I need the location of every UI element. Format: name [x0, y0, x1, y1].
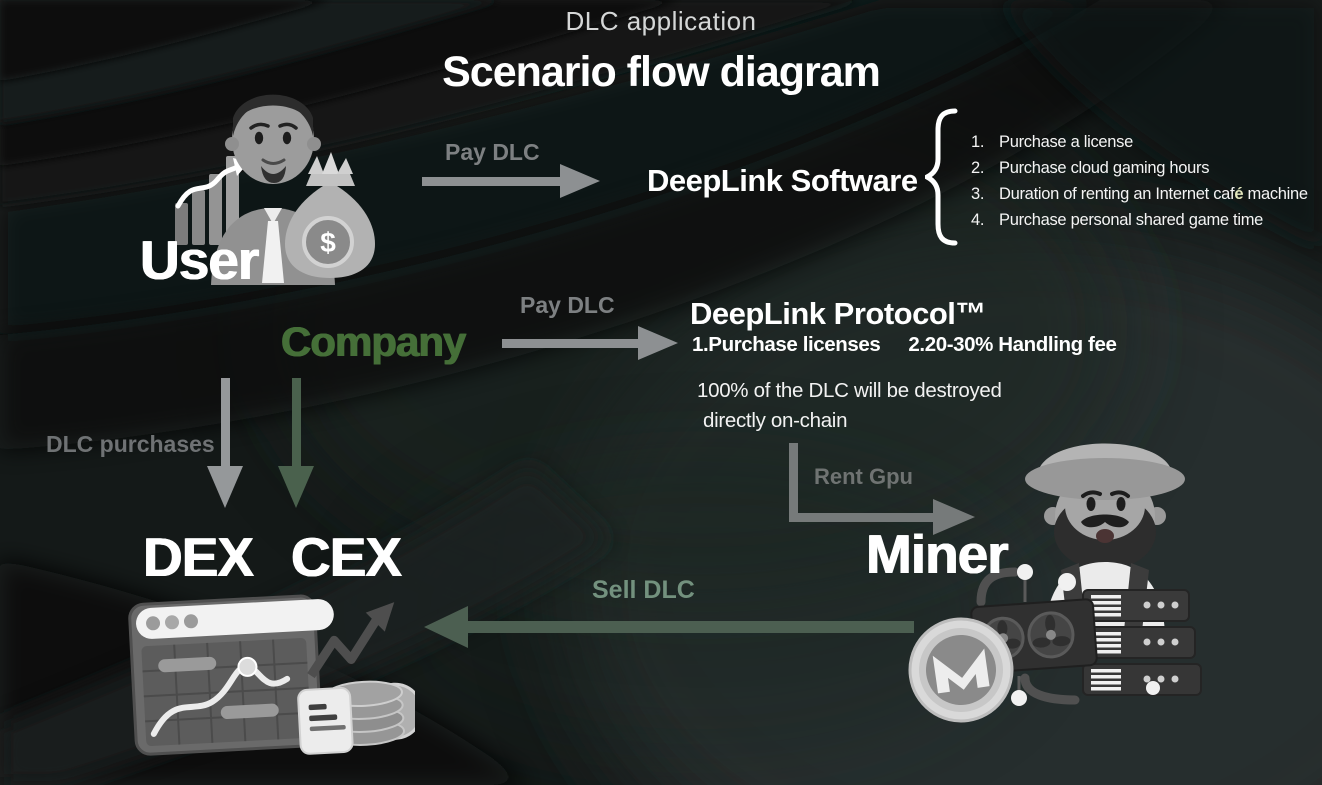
edge-label-pay-dlc-user: Pay DLC — [445, 139, 540, 165]
node-deeplink-protocol: DeepLink Protocol™ — [690, 296, 986, 331]
node-company: Company — [281, 318, 466, 365]
edge-label-sell-dlc: Sell DLC — [592, 576, 695, 604]
benefit-number: 3. — [971, 185, 985, 203]
up-arrow-icon — [307, 602, 395, 679]
benefit-text: Purchase cloud gaming hours — [999, 159, 1210, 177]
arrow-rent-gpu-head — [933, 499, 975, 535]
arrow-miner-to-exchanges — [462, 621, 914, 633]
arrow-company-to-cex — [292, 378, 301, 468]
burn-note-line2: directly on-chain — [703, 409, 848, 432]
arrow-miner-to-exchanges-head — [424, 606, 468, 648]
browser-topbar — [136, 599, 334, 639]
node-miner: Miner — [866, 523, 1009, 585]
cafe-accent: é — [1234, 185, 1244, 203]
arrow-rent-gpu-horizontal — [789, 513, 935, 522]
arrow-user-to-software-head — [560, 164, 600, 198]
node-dex: DEX — [143, 526, 254, 588]
software-benefits-list: 1. Purchase a license 2. Purchase cloud … — [971, 129, 1308, 233]
benefit-number: 2. — [971, 159, 985, 177]
protocol-points: 1.Purchase licenses 2.20-30% Handling fe… — [692, 333, 1117, 357]
user-avatar-illustration: $ — [175, 94, 375, 285]
arrow-user-to-dex-head — [207, 466, 243, 508]
software-benefit-item: 3. Duration of renting an Internet café … — [971, 181, 1308, 207]
arrow-company-to-protocol — [502, 339, 638, 348]
arrow-user-to-software — [422, 177, 560, 186]
edge-label-pay-dlc-company: Pay DLC — [520, 292, 615, 318]
document-icon — [297, 687, 354, 755]
protocol-point-2: 2.20-30% Handling fee — [908, 333, 1117, 356]
growth-arrow-icon — [175, 163, 242, 209]
benefit-text: Purchase a license — [999, 133, 1134, 151]
benefit-number: 1. — [971, 133, 985, 151]
node-cex: CEX — [291, 526, 402, 588]
edge-label-rent-gpu: Rent Gpu — [814, 464, 913, 489]
tie — [262, 221, 284, 283]
svg-text:$: $ — [320, 227, 336, 258]
arrow-company-to-protocol-head — [638, 326, 678, 360]
price-line — [150, 663, 291, 737]
benefit-number: 4. — [971, 211, 985, 229]
node-deeplink-software: DeepLink Software — [647, 163, 918, 198]
arrow-rent-gpu-vertical — [789, 443, 798, 522]
benefit-text: Purchase personal shared game time — [999, 211, 1264, 229]
monero-coin-icon — [908, 617, 1014, 723]
node-user: User — [140, 229, 259, 291]
miner-avatar-illustration — [908, 443, 1202, 723]
page-subtitle: DLC application — [565, 6, 757, 36]
software-benefit-item: 2. Purchase cloud gaming hours — [971, 155, 1308, 181]
server-rack-icon — [1082, 589, 1202, 696]
protocol-point-1: 1.Purchase licenses — [692, 333, 881, 356]
money-bag-icon: $ — [285, 152, 375, 278]
mustache — [1081, 514, 1129, 528]
burn-note-line1: 100% of the DLC will be destroyed — [697, 379, 1002, 402]
edge-label-dlc-purchases: DLC purchases — [46, 431, 215, 457]
benefit-text: Duration of renting an Internet café mac… — [999, 185, 1308, 203]
brace-icon — [925, 108, 958, 246]
software-benefit-item: 4. Purchase personal shared game time — [971, 207, 1308, 233]
arrow-user-to-dex — [221, 378, 230, 468]
page-title: Scenario flow diagram — [442, 48, 881, 96]
software-benefit-item: 1. Purchase a license — [971, 129, 1308, 155]
arrow-company-to-cex-head — [278, 466, 314, 508]
exchange-window-illustration — [128, 594, 415, 756]
